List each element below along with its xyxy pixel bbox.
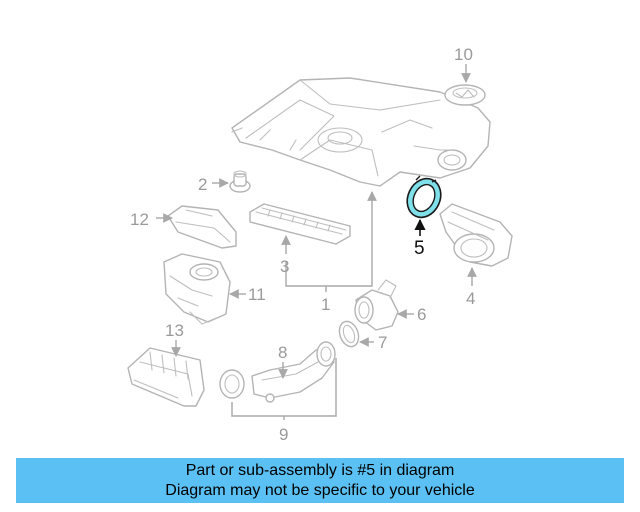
callout-4: 4 (466, 289, 475, 308)
info-banner: Part or sub-assembly is #5 in diagram Di… (16, 458, 624, 503)
callout-9: 9 (279, 425, 288, 444)
banner-line-1: Part or sub-assembly is #5 in diagram (185, 462, 455, 479)
callout-12: 12 (130, 210, 149, 229)
banner-line-2: Diagram may not be specific to your vehi… (165, 482, 475, 499)
intake-tube-part-9 (219, 341, 336, 403)
air-filter-part-3 (249, 203, 351, 245)
seal-ring-part-5 (406, 175, 442, 219)
callout-2: 2 (198, 175, 207, 194)
air-filter-cover-part-12 (167, 205, 237, 249)
callout-6: 6 (417, 305, 426, 324)
callout-11: 11 (248, 285, 266, 304)
leader-lines (156, 64, 477, 420)
o-ring-part-7 (338, 320, 360, 348)
parts-diagram: 10 2 12 3 11 1 4 6 13 7 8 9 5 (127, 45, 513, 444)
intake-hose-part-4 (439, 203, 513, 267)
intake-duct-part-13 (127, 347, 205, 407)
callout-10: 10 (454, 45, 473, 64)
callout-7: 7 (378, 333, 387, 352)
air-box-part-11 (163, 253, 231, 325)
grommet-part-2 (229, 170, 251, 193)
engine-cover-part-1 (231, 77, 491, 187)
callout-1: 1 (321, 295, 330, 314)
emblem-part-10 (444, 84, 486, 106)
callout-3: 3 (280, 257, 289, 276)
callout-8: 8 (278, 343, 287, 362)
callout-13: 13 (165, 321, 184, 340)
air-flow-meter-part-6 (354, 279, 399, 331)
callout-5-highlighted: 5 (414, 238, 425, 259)
